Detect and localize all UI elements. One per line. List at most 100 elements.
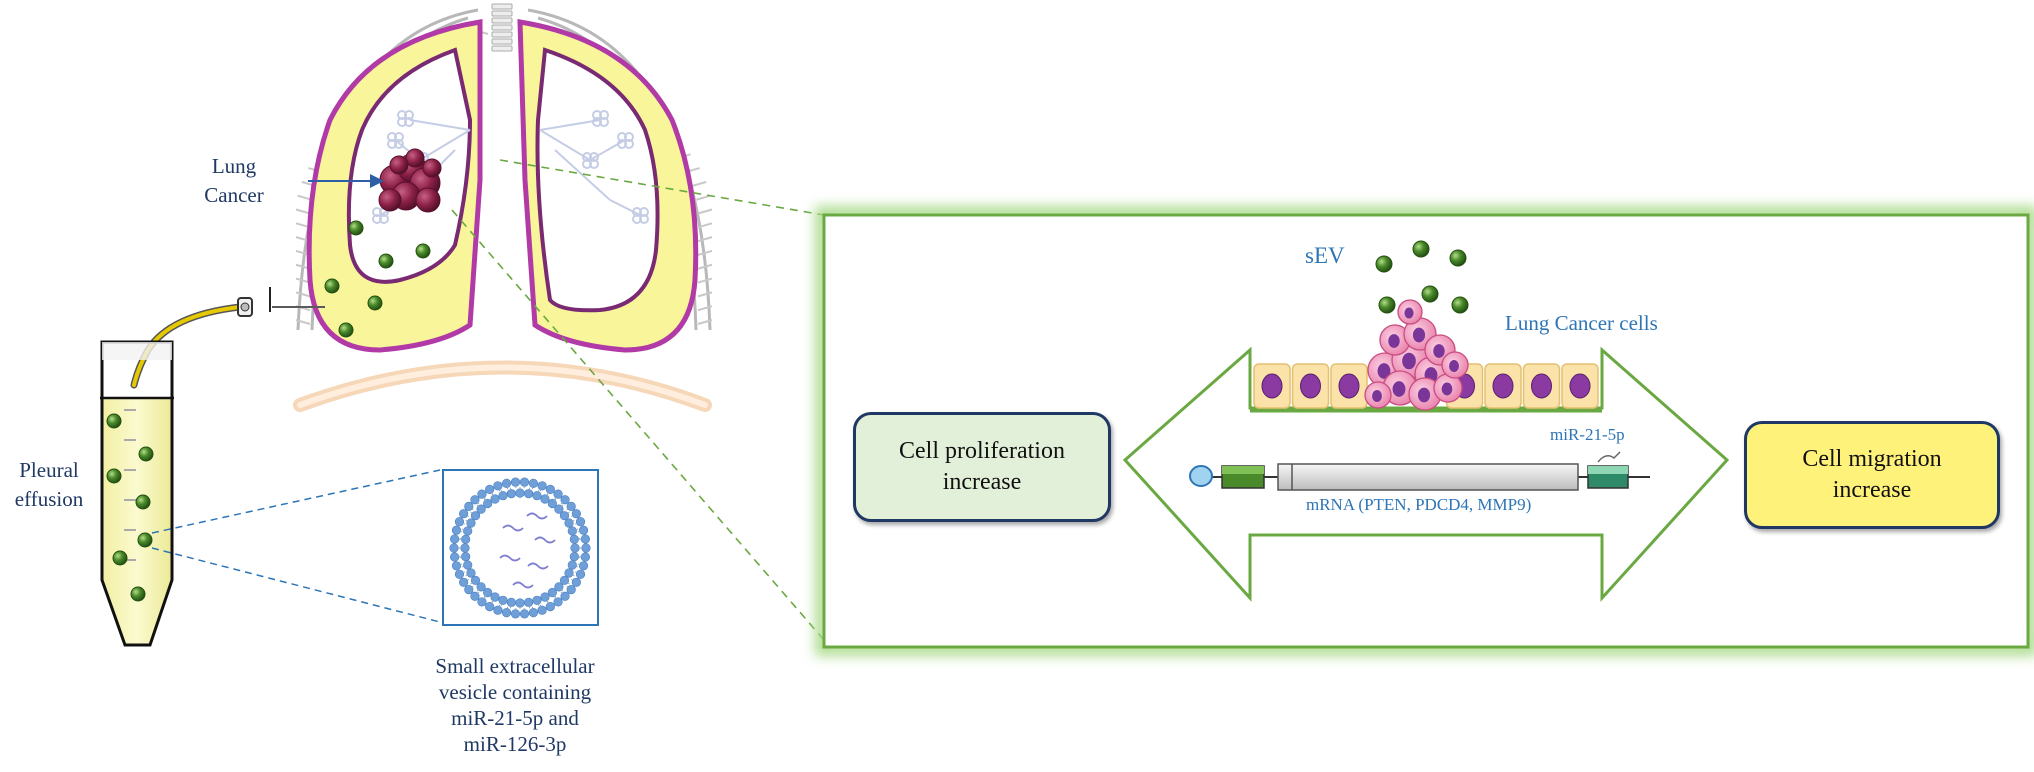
lipid-head bbox=[498, 595, 508, 605]
cell-nucleus bbox=[1261, 373, 1283, 399]
vesicle-caption: Small extracellular vesicle containing m… bbox=[435, 654, 595, 756]
vesicle-bead bbox=[130, 586, 146, 602]
lipid-head bbox=[477, 597, 487, 607]
lung-cancer-cells-label: Lung Cancer cells bbox=[1505, 311, 1658, 335]
lung-cancer-arrowhead bbox=[370, 174, 384, 188]
lipid-head bbox=[559, 575, 570, 585]
mirna-strand bbox=[499, 554, 521, 562]
cell-layer bbox=[1253, 363, 1599, 409]
mirna-strand bbox=[526, 512, 548, 520]
lipid-head bbox=[510, 477, 521, 487]
cell-nucleus bbox=[1300, 373, 1321, 399]
lipid-head bbox=[524, 597, 534, 607]
lipid-head bbox=[483, 587, 493, 598]
lipid-head bbox=[466, 568, 476, 578]
lipid-head bbox=[528, 608, 539, 618]
cell-nucleus bbox=[1338, 373, 1360, 399]
lipid-head bbox=[575, 569, 586, 579]
zoom-line-top bbox=[499, 159, 825, 216]
tumor-cell bbox=[422, 158, 442, 178]
cell-nucleus bbox=[1569, 373, 1591, 399]
tumor-cell bbox=[405, 148, 425, 168]
tube-vesicles bbox=[106, 413, 154, 602]
cancer-cell-nucleus bbox=[1449, 360, 1459, 372]
lipid-head bbox=[464, 501, 474, 511]
collection-tube bbox=[100, 340, 174, 647]
lipid-head bbox=[454, 517, 465, 527]
lipid-head bbox=[571, 509, 581, 519]
vesicle-bead bbox=[1378, 296, 1396, 314]
vesicle-bead bbox=[1375, 255, 1393, 273]
lipid-head bbox=[566, 585, 576, 595]
lipid-head bbox=[532, 595, 542, 605]
lipid-head bbox=[470, 591, 480, 601]
lipid-head bbox=[501, 608, 512, 618]
mirna-label: miR-21-5p bbox=[1550, 425, 1625, 444]
vesicle-bead bbox=[137, 532, 153, 548]
vesicle-bead bbox=[1421, 285, 1439, 303]
lipid-head bbox=[515, 598, 525, 608]
lipid-head bbox=[578, 525, 589, 535]
lipid-head bbox=[450, 534, 460, 544]
tumor-cell bbox=[415, 187, 441, 213]
lipid-head bbox=[470, 575, 481, 585]
cancer-cell-nucleus bbox=[1388, 334, 1400, 348]
lipid-head bbox=[540, 592, 550, 602]
mirna-strand bbox=[512, 581, 534, 589]
cancer-cell-nucleus bbox=[1417, 387, 1431, 403]
lipid-head bbox=[569, 552, 579, 562]
lipid-head bbox=[519, 477, 530, 487]
lipid-head bbox=[460, 543, 470, 553]
vesicle-bead bbox=[415, 243, 431, 259]
lipid-head bbox=[501, 478, 512, 488]
lipid-head bbox=[449, 543, 459, 553]
lung-cancer-label: Lung Cancer bbox=[204, 154, 264, 207]
lipid-head bbox=[485, 602, 495, 612]
vesicle-inset bbox=[442, 469, 599, 626]
cancer-cell-nucleus bbox=[1412, 327, 1426, 343]
lipid-head bbox=[466, 518, 476, 528]
vesicle-bead bbox=[378, 253, 394, 269]
vesicle-bead bbox=[1449, 249, 1467, 267]
pleural-fluid bbox=[318, 270, 465, 342]
lipid-head bbox=[506, 597, 516, 607]
lipid-head bbox=[578, 561, 589, 571]
lipid-head bbox=[540, 494, 550, 504]
lung-vesicles bbox=[324, 220, 431, 338]
lipid-head bbox=[559, 511, 570, 521]
lipid-head bbox=[545, 602, 555, 612]
lipid-head bbox=[567, 526, 577, 536]
mrna-construct bbox=[1189, 451, 1650, 491]
lipid-head bbox=[564, 568, 574, 578]
cancer-cell-nucleus bbox=[1392, 381, 1406, 397]
lipid-head bbox=[510, 609, 521, 619]
vesicle-bead bbox=[1412, 240, 1430, 258]
lipid-head bbox=[483, 498, 493, 509]
lipid-head bbox=[498, 491, 508, 501]
lipid-head bbox=[493, 605, 503, 615]
lipid-head bbox=[554, 504, 564, 514]
lipid-head bbox=[553, 489, 563, 499]
vesicle-bead bbox=[1451, 296, 1469, 314]
cell-migration-text: Cell migration increase bbox=[1802, 446, 1942, 503]
lipid-head bbox=[459, 509, 469, 519]
lipid-head bbox=[569, 534, 579, 544]
vesicle-bead bbox=[324, 278, 340, 294]
cell-proliferation-text: Cell proliferation increase bbox=[899, 438, 1065, 495]
lipid-head bbox=[564, 518, 574, 528]
lipid-head bbox=[461, 552, 471, 562]
vesicle-bead bbox=[106, 468, 122, 484]
cancer-cell-nucleus bbox=[1404, 307, 1414, 319]
lipid-head bbox=[451, 561, 462, 571]
lipid-head bbox=[464, 585, 474, 595]
cancer-cell-nucleus bbox=[1433, 344, 1445, 358]
vesicle-bead bbox=[338, 322, 354, 338]
tumor-cluster bbox=[378, 148, 442, 213]
lipid-head bbox=[506, 489, 516, 499]
lipid-head bbox=[477, 489, 487, 499]
lipid-head bbox=[459, 577, 469, 587]
lipid-head bbox=[560, 495, 570, 505]
vesicle-leader-top bbox=[151, 469, 441, 534]
lipid-head bbox=[461, 534, 471, 544]
